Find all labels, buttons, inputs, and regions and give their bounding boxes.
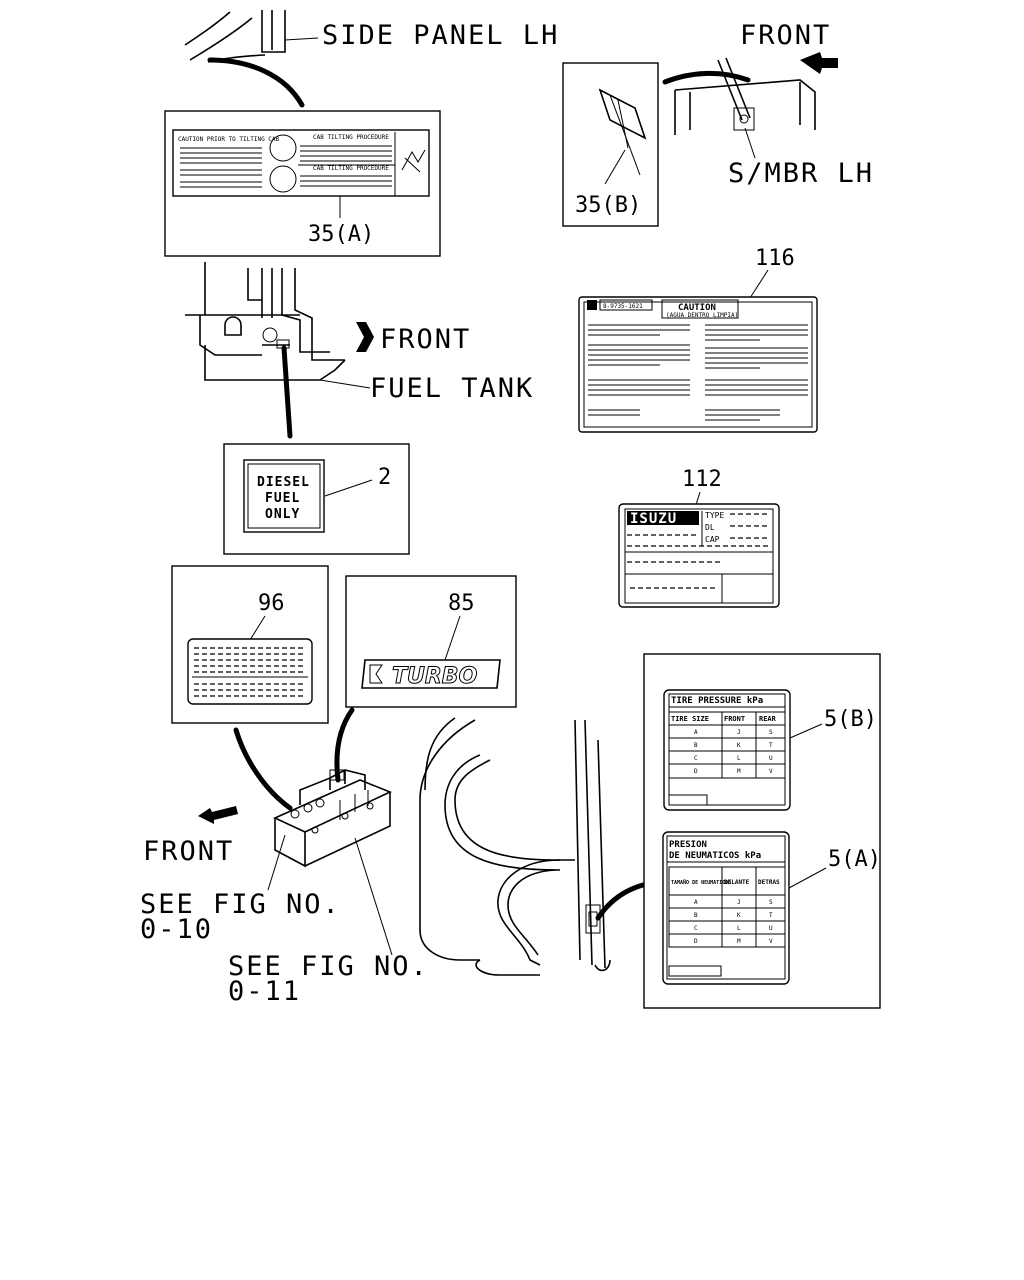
callout-box-85: 85 TURBO — [345, 575, 517, 708]
tire-a-cell: B — [694, 912, 698, 919]
callout-box-35b: 35(B) — [562, 62, 659, 227]
fuel-tank-sketch — [185, 262, 371, 439]
tire-a-header-front: DELANTE — [724, 879, 750, 886]
tire-b-header-size: TIRE SIZE — [671, 715, 709, 723]
tire-a-cell: L — [737, 925, 741, 932]
front-label-bottom: FRONT — [143, 836, 234, 867]
tire-a-header-size: TAMAÑO DE NEUMATICOS — [671, 879, 731, 886]
isuzu-logo-icon — [369, 664, 383, 684]
caution-title: CAUTION — [678, 303, 716, 313]
tire-b-header-front: FRONT — [724, 715, 745, 723]
tire-b-cell: A — [694, 729, 698, 736]
see-fig-011-line2: 0-11 — [228, 976, 301, 1007]
s-mbr-label: S/MBR LH — [728, 158, 874, 189]
tire-a-cell: J — [737, 899, 741, 906]
tire-b-title: TIRE PRESSURE kPa — [671, 696, 763, 706]
see-fig-011-line1: SEE FIG NO. — [228, 951, 429, 982]
dashboard-block — [273, 769, 393, 868]
tire-b-cell: B — [694, 742, 698, 749]
tire-a-cell: K — [737, 912, 741, 919]
turbo-text: TURBO — [392, 664, 477, 689]
side-panel-sketch — [184, 10, 319, 108]
callout-5a: 5(A) — [828, 847, 881, 872]
callout-box-35a: CAUTION PRIOR TO TILTING CAB CAB TILTING… — [164, 110, 441, 257]
tire-b-cell: T — [769, 742, 773, 749]
callout-116: 116 — [755, 246, 795, 271]
caution-text-left — [588, 324, 690, 416]
plate-brand: ISUZU — [630, 511, 677, 527]
caution-code: 8-9735-1621 — [603, 303, 643, 310]
tire-label-b: TIRE PRESSURE kPa TIRE SIZE FRONT REAR A… — [663, 689, 791, 811]
fuel-tank-label: FUEL TANK — [370, 373, 534, 404]
plate-disp: DL — [705, 523, 715, 532]
diesel-line2: FUEL — [265, 491, 300, 506]
plate-type: TYPE — [705, 511, 724, 520]
warning-icon — [401, 149, 426, 173]
tire-b-cell: J — [737, 729, 741, 736]
tire-b-cell: K — [737, 742, 741, 749]
tire-b-cell: V — [769, 768, 773, 775]
callout-box-96: 96 — [171, 565, 329, 724]
decal-96-lines — [192, 647, 308, 697]
front-label-top: FRONT — [740, 20, 831, 51]
callout-96: 96 — [258, 591, 285, 616]
tire-a-title-1: PRESION — [669, 840, 707, 850]
see-fig-010-line1: SEE FIG NO. — [140, 889, 341, 920]
tire-a-cell: C — [694, 925, 698, 932]
caution-text-right — [705, 324, 808, 421]
plate-cap: CAP — [705, 535, 720, 544]
cab-tilt-left-title: CAUTION PRIOR TO TILTING CAB — [178, 136, 280, 143]
door-frame-sketch — [419, 717, 646, 976]
cab-tilt-left-text-lines — [180, 147, 262, 188]
callout-112: 112 — [682, 467, 722, 492]
tire-b-cell: L — [737, 755, 741, 762]
tire-a-cell: T — [769, 912, 773, 919]
tire-b-cell: U — [769, 755, 773, 762]
diesel-decal — [243, 459, 325, 533]
callout-35a: 35(A) — [308, 222, 374, 247]
strap-sketch — [598, 88, 647, 140]
callout-35b: 35(B) — [575, 193, 641, 218]
caution-subtitle: (AGUA DENTRO LIMPIA) — [666, 312, 738, 319]
side-panel-label: SIDE PANEL LH — [322, 20, 559, 51]
front-arrow-bottom — [198, 806, 238, 824]
callout-2: 2 — [378, 465, 391, 490]
tire-a-cell: A — [694, 899, 698, 906]
callout-5b: 5(B) — [824, 707, 877, 732]
cab-tilt-right-title-2: CAB TILTING PROCEDURE — [313, 165, 389, 172]
tire-b-cell: M — [737, 768, 741, 775]
tire-a-cell: V — [769, 938, 773, 945]
callout-box-2: DIESEL FUEL ONLY 2 — [223, 443, 410, 555]
cab-tilt-right-title-1: CAB TILTING PROCEDURE — [313, 134, 389, 141]
tire-b-cell: D — [694, 768, 698, 775]
diesel-line1: DIESEL — [257, 475, 310, 490]
cab-tilt-right-text-lines — [300, 145, 392, 187]
tire-label-a: PRESION DE NEUMATICOS kPa TAMAÑO DE NEUM… — [662, 831, 790, 985]
callout-85: 85 — [448, 591, 475, 616]
see-fig-010-line2: 0-10 — [140, 914, 213, 945]
tire-b-cell: S — [769, 729, 773, 736]
caution-decal: 8-9735-1621 CAUTION (AGUA DENTRO LIMPIA) — [578, 296, 818, 433]
front-arrow-top — [800, 52, 838, 74]
tire-b-cell: C — [694, 755, 698, 762]
tire-a-cell: S — [769, 899, 773, 906]
tire-b-header-rear: REAR — [759, 715, 777, 723]
tire-a-header-rear: DETRAS — [758, 879, 780, 886]
isuzu-plate: ISUZU TYPE DL CAP — [618, 503, 780, 608]
tire-a-title-2: DE NEUMATICOS kPa — [669, 851, 761, 861]
side-member-sketch — [662, 57, 816, 159]
front-arrow-tank — [356, 322, 374, 352]
tire-a-cell: U — [769, 925, 773, 932]
diesel-line3: ONLY — [265, 507, 300, 522]
callout-box-tire: TIRE PRESSURE kPa TIRE SIZE FRONT REAR A… — [643, 653, 881, 1009]
tire-a-cell: D — [694, 938, 698, 945]
tire-a-cell: M — [737, 938, 741, 945]
front-label-tank: FRONT — [380, 324, 471, 355]
turbo-emblem — [361, 659, 501, 689]
